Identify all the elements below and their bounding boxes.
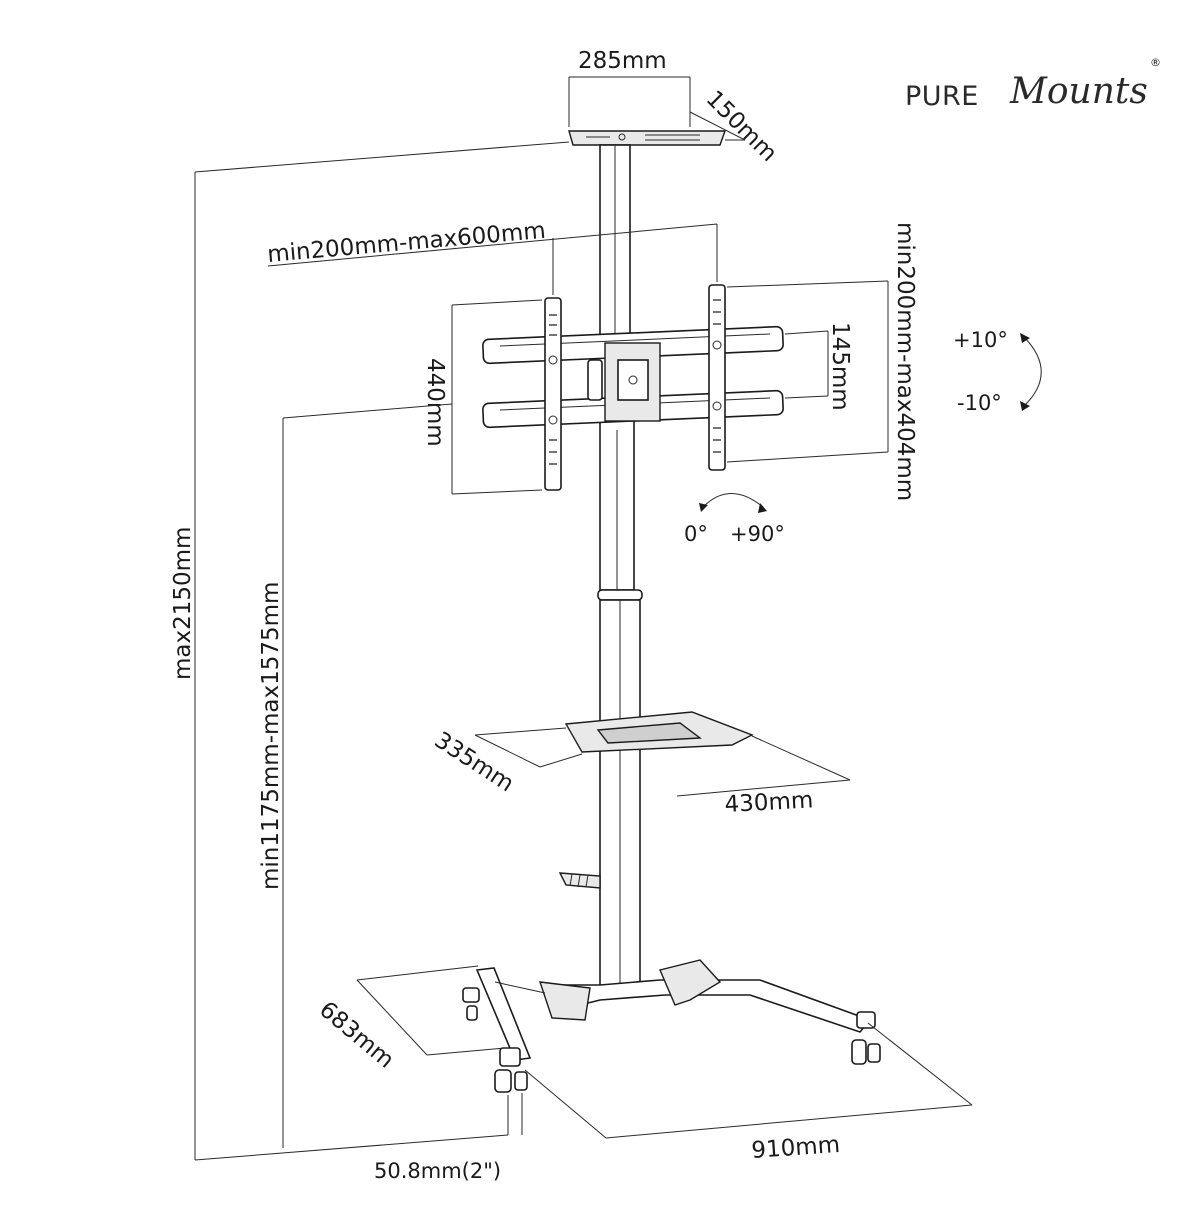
rotation-start-label: 0° [684,522,708,546]
brand-logo: PURE Mounts ® [905,56,1161,112]
top-shelf-width-label: 285mm [578,48,667,74]
middle-shelf [564,711,754,753]
bracket-height-label: 440mm [422,358,448,447]
vesa-vertical-label: min200mm-max404mm [892,222,918,501]
brand-prefix: PURE [905,81,979,112]
rotation-arrow-icon [699,493,767,513]
tv-bracket [482,284,784,491]
bracket-dimension-lines [267,223,889,495]
vesa-horizontal-label: min200mm-max600mm [266,218,546,268]
base-frame [475,959,872,1061]
lower-column [597,589,643,991]
base-depth-label: 683mm [314,997,399,1074]
cable-clip [558,872,601,889]
brand-script: Mounts [1009,71,1148,112]
shelf-depth-label: 335mm [430,727,519,797]
rail-spacing-label: 145mm [827,322,853,411]
upper-column [599,144,635,591]
rotation-end-label: +90° [730,522,785,546]
shelf-width-label: 430mm [724,787,814,818]
tilt-up-label: +10° [953,328,1008,352]
tilt-arrow-icon [1020,333,1042,411]
max-height-label: max2150mm [170,527,196,680]
mount-height-label: min1175mm-max1575mm [258,582,284,890]
caster-size-label: 50.8mm(2") [374,1159,501,1183]
middle-shelf-dimension-lines [474,727,851,797]
caster-wheels [462,987,881,1093]
top-shelf-depth-label: 150mm [701,86,782,167]
top-camera-shelf [568,76,746,146]
base-width-label: 910mm [751,1132,841,1164]
registered-mark: ® [1150,56,1161,69]
tilt-down-label: -10° [957,391,1002,415]
height-dimension-lines [194,141,570,1161]
base-dimension-lines [356,965,973,1139]
